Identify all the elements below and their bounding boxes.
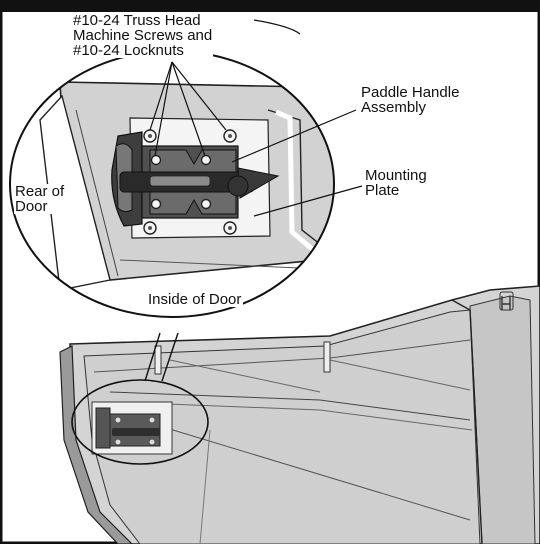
door-panel	[59, 285, 540, 544]
label-mounting-plate: Mounting Plate	[363, 168, 429, 198]
frame-top-bar	[0, 0, 540, 12]
label-mounting-plate-line2: Plate	[365, 182, 400, 199]
label-screws-line3: #10-24 Locknuts	[73, 42, 184, 59]
label-mounting-plate-line1: Mounting	[365, 167, 427, 184]
label-rear-of-door-line1: Rear of	[15, 183, 65, 200]
callout-connector-2	[161, 332, 179, 382]
magnified-detail	[39, 81, 334, 291]
label-rear-of-door-line2: Door	[15, 198, 48, 215]
label-screws: #10-24 Truss Head Machine Screws and #10…	[72, 12, 214, 59]
label-paddle-handle-line2: Assembly	[361, 99, 427, 116]
label-paddle-handle-line1: Paddle Handle	[361, 84, 460, 101]
leader-lines	[149, 19, 363, 217]
label-screws-line1: #10-24 Truss Head	[73, 12, 201, 29]
label-screws-line2: Machine Screws and	[73, 27, 213, 44]
label-inside-of-door: Inside of Door	[146, 291, 244, 308]
label-rear-of-door: Rear of Door	[14, 183, 66, 215]
label-paddle-handle: Paddle Handle Assembly	[359, 84, 462, 116]
callout-connector-1	[144, 332, 161, 382]
callout-small-circle	[71, 379, 209, 465]
